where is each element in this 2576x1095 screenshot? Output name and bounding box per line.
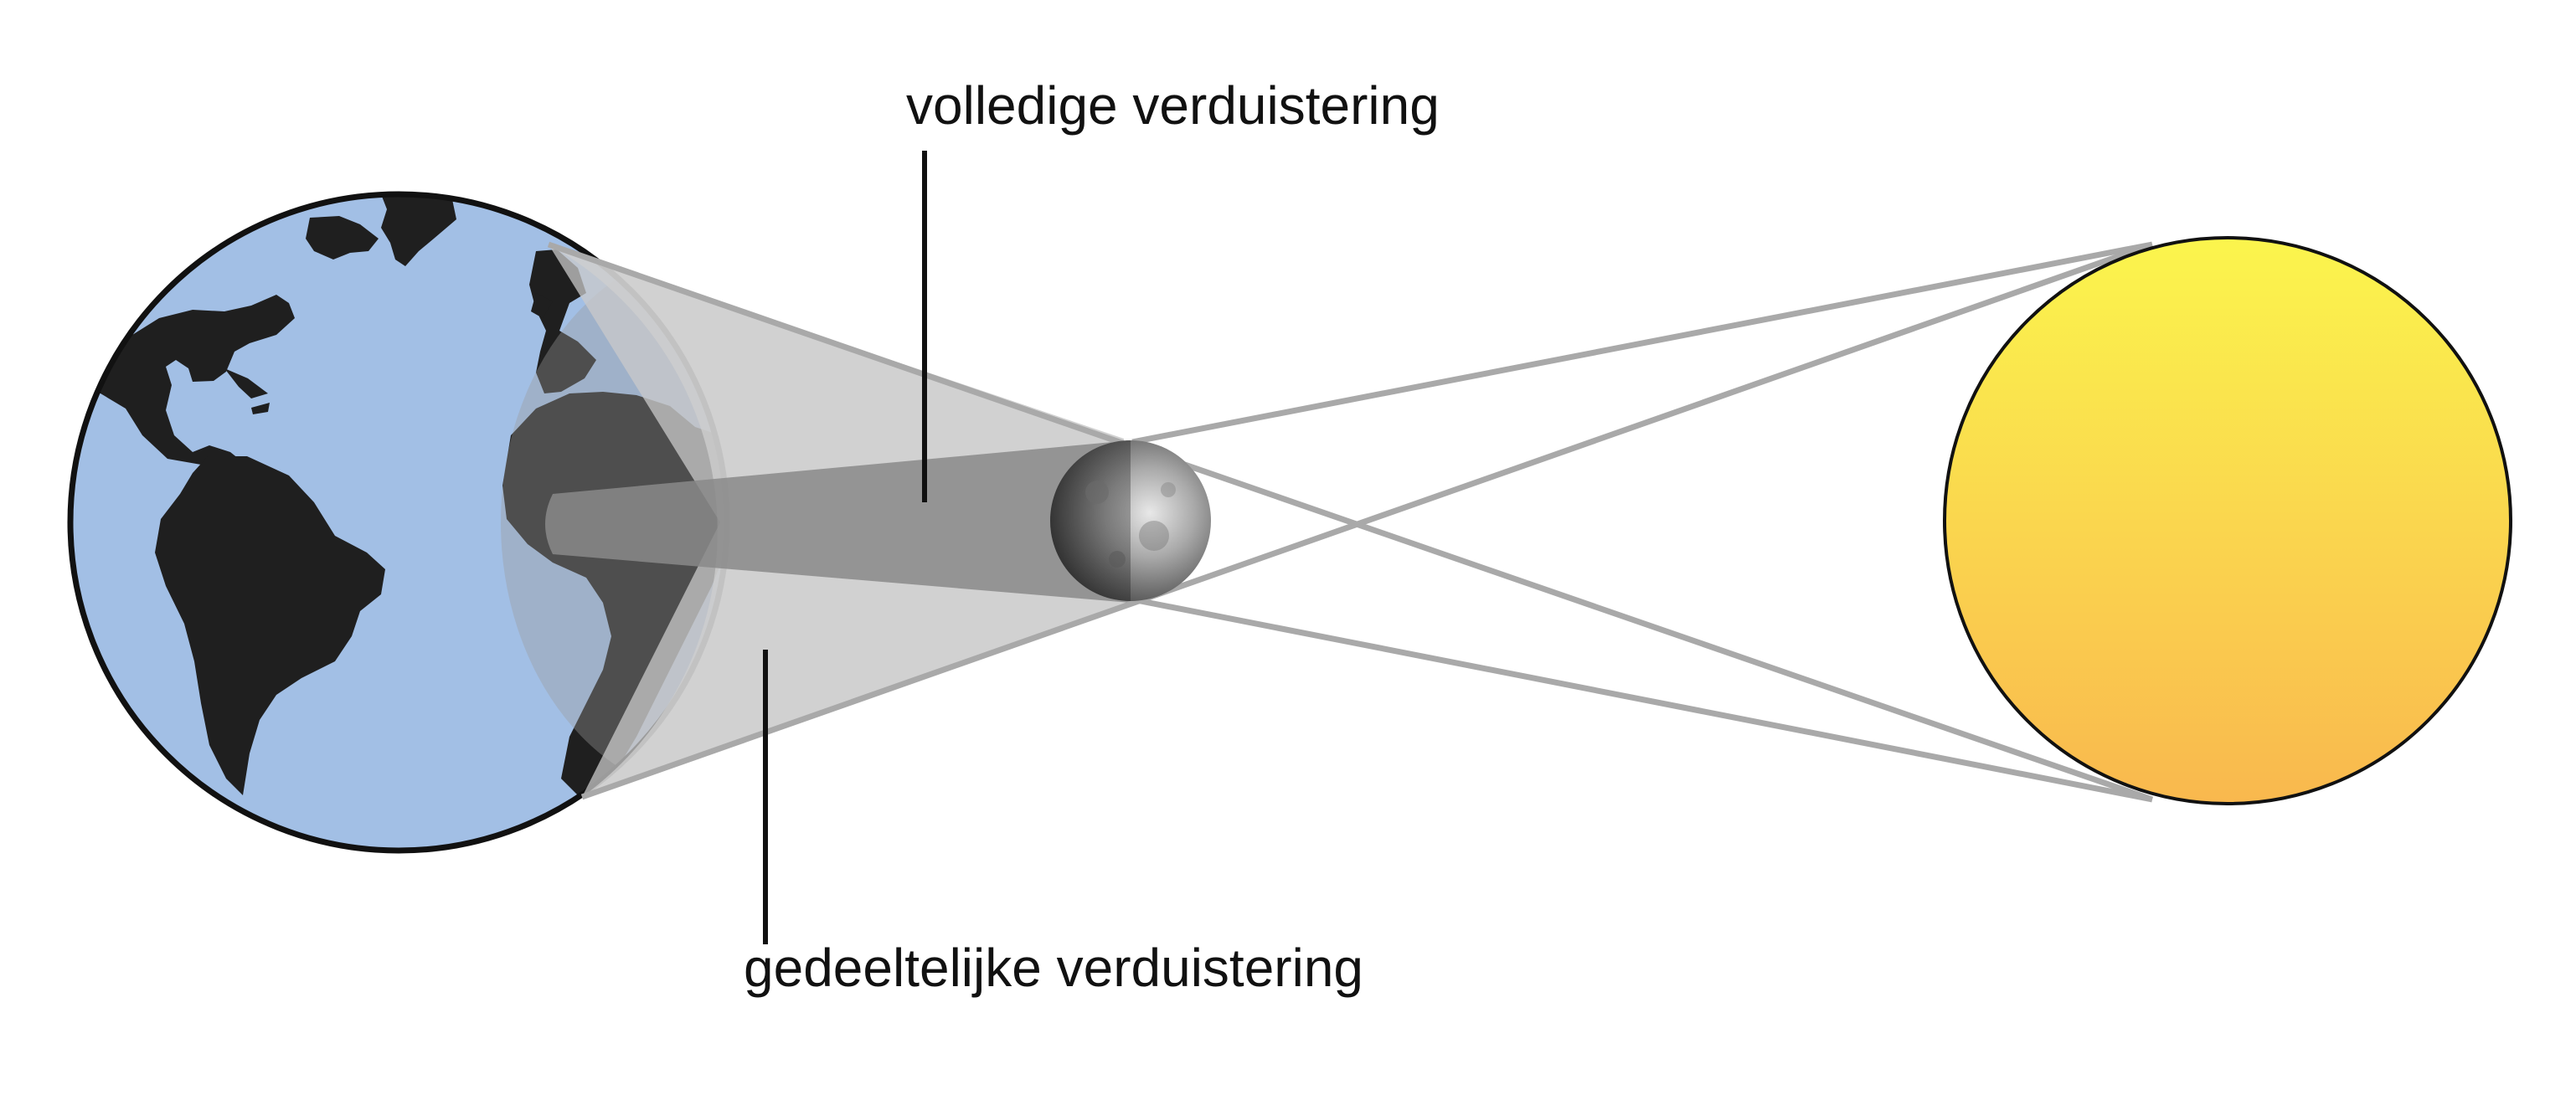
partial-eclipse-label: gedeeltelijke verduistering <box>744 938 1363 998</box>
sun-icon <box>1943 236 2512 805</box>
sunlight-lines <box>547 241 2154 803</box>
umbra-cone <box>545 440 1131 603</box>
moon-icon <box>1050 440 1211 601</box>
total-eclipse-label: volledige verduistering <box>906 75 1440 136</box>
